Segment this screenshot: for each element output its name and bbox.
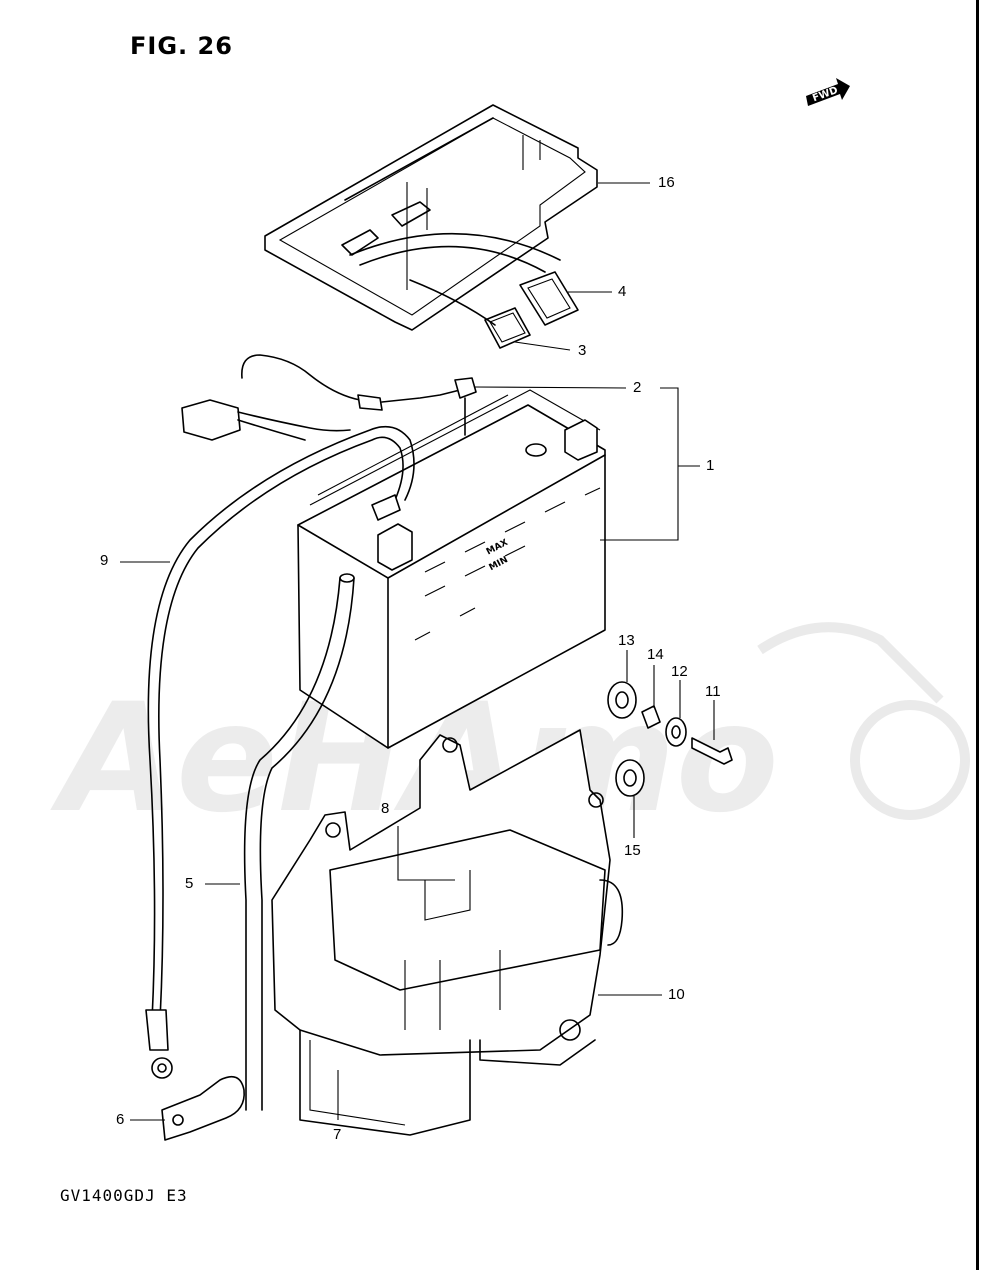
battery-cover [264, 104, 598, 331]
callout-10: 10 [668, 986, 685, 1003]
leader-lines [120, 182, 715, 1121]
washer-12 [665, 717, 687, 747]
collar-14 [641, 705, 661, 729]
breather-wire-harness [181, 354, 477, 441]
callout-3: 3 [578, 342, 587, 359]
callout-4: 4 [618, 283, 627, 300]
callout-2: 2 [633, 379, 642, 396]
vent-tube [243, 573, 355, 1111]
callout-1: 1 [706, 457, 715, 474]
grommet-13 [607, 681, 637, 719]
callout-6: 6 [116, 1111, 125, 1128]
callout-12: 12 [671, 663, 688, 680]
battery-cable [145, 425, 415, 1079]
figure-title: FIG. 26 [130, 32, 233, 60]
callout-11: 11 [705, 683, 721, 700]
callout-15: 15 [624, 842, 641, 859]
model-code: GV1400GDJ E3 [60, 1186, 188, 1205]
grommet-15 [615, 759, 645, 797]
fwd-label: FWD [811, 85, 839, 104]
clamp [161, 1075, 245, 1141]
callout-16: 16 [658, 174, 675, 191]
battery-strap [349, 232, 579, 349]
callout-8: 8 [381, 800, 390, 817]
callout-13: 13 [618, 632, 635, 649]
callout-7: 7 [333, 1126, 342, 1143]
callout-14: 14 [647, 646, 664, 663]
callout-5: 5 [185, 875, 194, 892]
page-border-right [976, 0, 979, 1270]
battery-holder [271, 729, 624, 1136]
callout-9: 9 [100, 552, 109, 569]
watermark-wheel [850, 700, 970, 820]
bolt-11 [691, 737, 733, 765]
fwd-arrow-icon: FWD [806, 78, 850, 106]
battery: MAX MIN [297, 389, 606, 749]
mounting-hardware [607, 681, 733, 797]
